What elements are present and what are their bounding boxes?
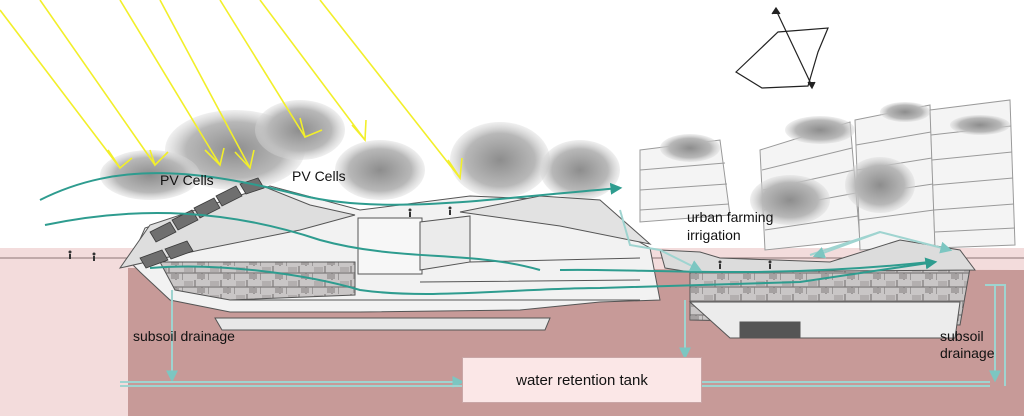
- water-flow-lines: [120, 209, 1006, 388]
- sun-rays: [0, 0, 463, 181]
- subsoil-drainage-label-left: subsoil drainage: [133, 328, 235, 344]
- pv-cells-label-right: PV Cells: [292, 168, 346, 184]
- pv-cells-label-left: PV Cells: [160, 172, 214, 188]
- subsoil-drainage-label-right: subsoil drainage: [940, 328, 995, 361]
- water-retention-tank: water retention tank: [462, 357, 702, 403]
- compass-north-icon: [735, 6, 829, 90]
- trees: [100, 100, 1010, 225]
- people-figures: [68, 206, 772, 269]
- airflow-lines: [39, 172, 938, 295]
- water-retention-tank-label: water retention tank: [516, 371, 648, 389]
- urban-farming-irrigation-label: urban farming irrigation: [687, 209, 774, 243]
